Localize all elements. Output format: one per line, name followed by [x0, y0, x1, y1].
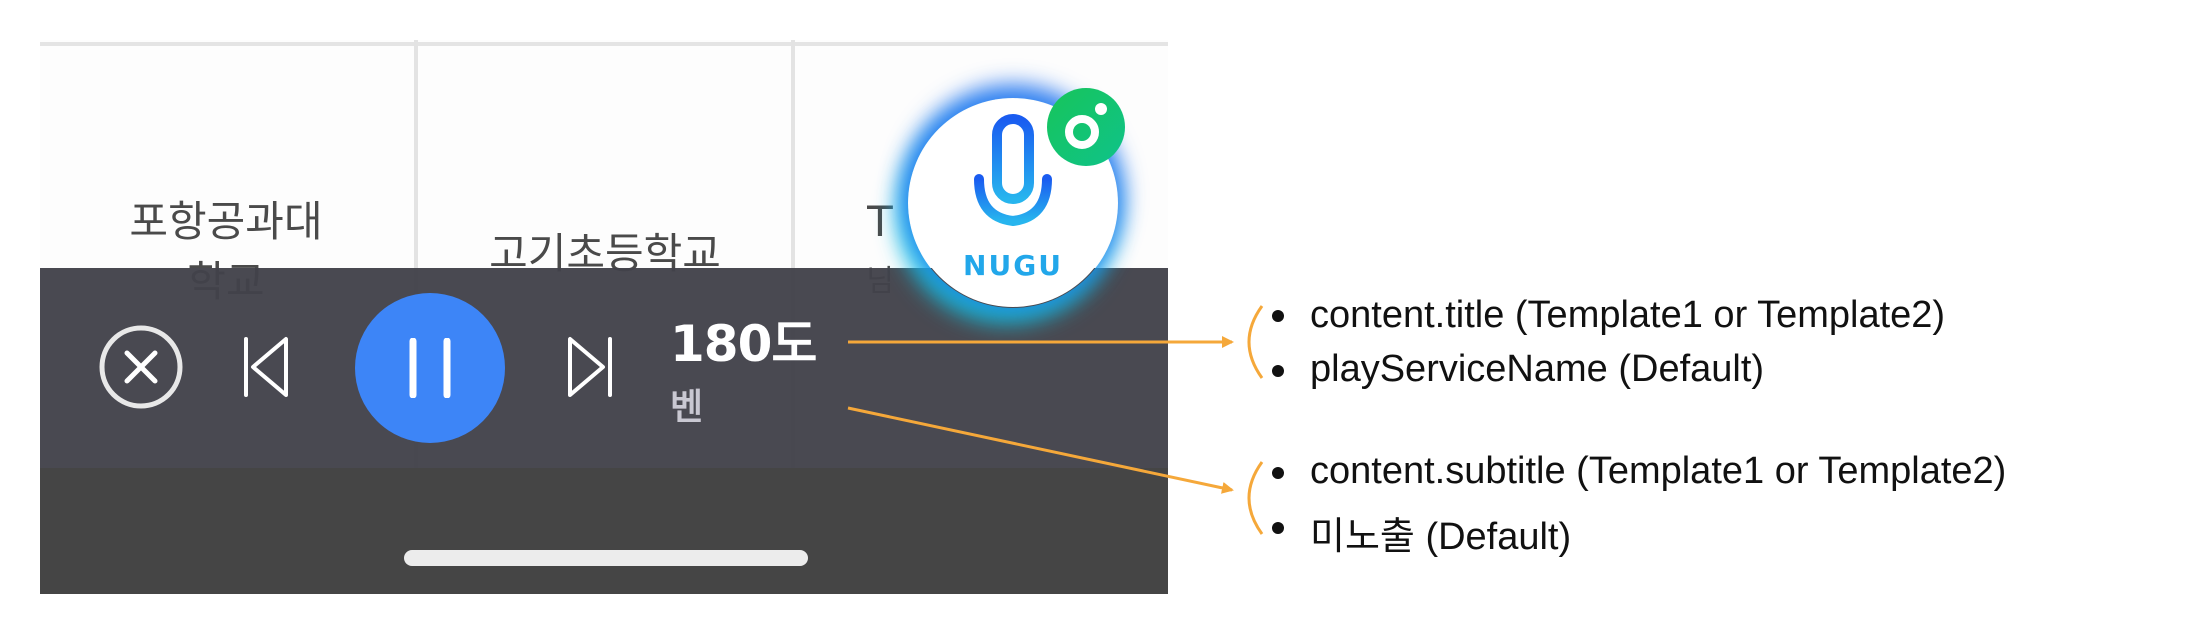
column-divider — [414, 40, 418, 470]
safe-area-bottom — [40, 468, 1168, 594]
grid-top-border — [40, 42, 1168, 46]
bullet-icon — [1272, 522, 1284, 534]
skip-previous-icon — [244, 337, 288, 397]
column-divider — [791, 40, 795, 470]
ring-dot-icon — [1065, 103, 1107, 149]
annotation-item: 미노출 (Default) — [1310, 516, 1572, 558]
subtitle-connector-arrow — [847, 406, 1234, 494]
home-indicator[interactable] — [404, 550, 808, 566]
track-title: 180도 — [670, 315, 817, 373]
skip-next-icon — [568, 337, 612, 397]
bullet-icon — [1272, 467, 1284, 479]
annotation-item: content.title (Template1 or Template2) — [1310, 294, 1946, 336]
subtitle-bracket — [1247, 461, 1264, 535]
nugu-status-badge[interactable] — [1047, 88, 1125, 166]
track-subtitle: 벤 — [670, 387, 704, 428]
annotation-item: content.subtitle (Template1 or Template2… — [1310, 450, 2007, 492]
bullet-icon — [1272, 310, 1284, 322]
title-bracket — [1247, 305, 1264, 379]
pause-button[interactable] — [355, 293, 505, 443]
close-button[interactable] — [98, 324, 184, 410]
previous-button[interactable] — [236, 336, 292, 398]
nugu-label: NUGU — [963, 249, 1063, 282]
annotation-item: playServiceName (Default) — [1310, 348, 1765, 390]
microphone-icon — [974, 114, 1052, 244]
close-circle-icon — [99, 325, 183, 409]
pause-icon — [409, 338, 451, 398]
grid-cell-label: 포항공과대 — [129, 197, 323, 246]
grid-cell-label: T — [867, 197, 893, 246]
bullet-icon — [1272, 365, 1284, 377]
next-button[interactable] — [564, 336, 620, 398]
